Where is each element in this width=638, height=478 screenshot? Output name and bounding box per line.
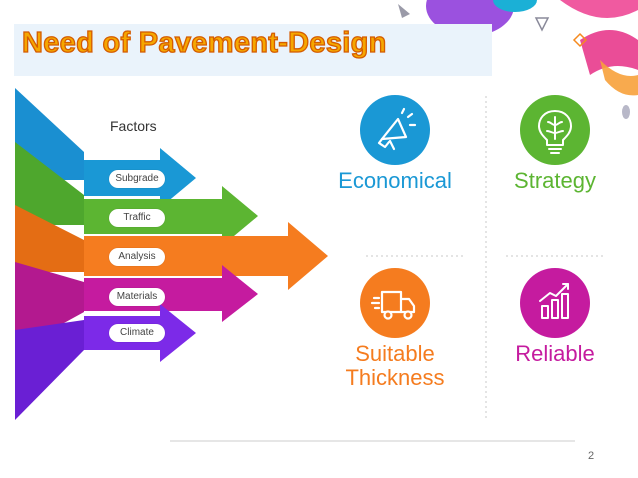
delivery-truck-icon	[360, 268, 430, 338]
megaphone-icon	[360, 95, 430, 165]
need-economical-label: Economical	[338, 168, 452, 193]
need-strategy-label: Strategy	[514, 168, 596, 193]
lightbulb-brain-icon	[520, 95, 590, 165]
factor-climate: Climate	[109, 324, 165, 342]
factor-subgrade: Subgrade	[109, 170, 165, 188]
arrow-analysis	[84, 222, 328, 290]
arrow-materials	[84, 265, 258, 322]
need-suitable-thickness-label: Suitable Thickness	[345, 341, 445, 390]
factors-heading: Factors	[110, 118, 157, 134]
growth-chart-icon	[520, 268, 590, 338]
factor-materials: Materials	[109, 288, 165, 306]
need-reliable-label: Reliable	[515, 341, 595, 366]
arrow-wedge-analysis	[15, 205, 84, 272]
slide-title: Need of Pavement-Design	[21, 26, 387, 59]
factor-traffic: Traffic	[109, 209, 165, 227]
title-bar	[14, 24, 492, 76]
arrow-wedge-climate	[15, 320, 84, 420]
page-number: 2	[588, 450, 595, 462]
arrow-traffic	[84, 186, 258, 246]
arrow-wedge-traffic	[15, 142, 84, 225]
factor-analysis: Analysis	[109, 248, 165, 266]
